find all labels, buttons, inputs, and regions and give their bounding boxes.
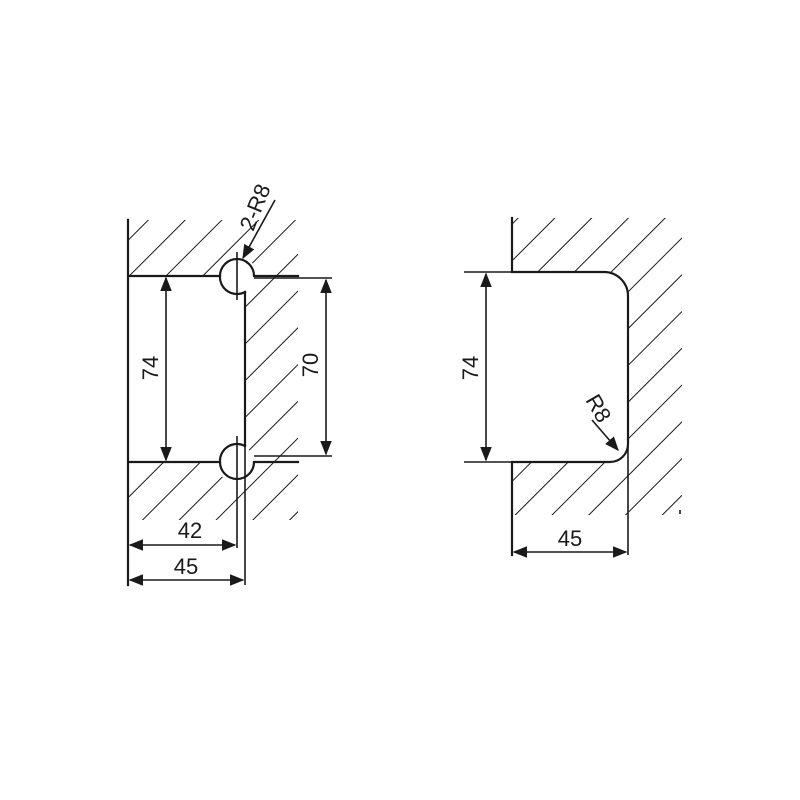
right-dim-45-label: 45 xyxy=(558,526,582,551)
right-view: 74 45 R8 xyxy=(458,216,682,558)
radius-leader-left xyxy=(242,199,276,260)
right-bottom-hatch xyxy=(512,446,628,515)
right-dim-74-label: 74 xyxy=(458,356,483,380)
left-right-hatch xyxy=(245,276,298,520)
left-dim-74-label: 74 xyxy=(138,356,163,380)
radius-leader-right xyxy=(591,419,619,452)
bottom-notch-arc xyxy=(218,442,247,464)
top-notch-arc xyxy=(218,274,247,296)
right-top-hatch xyxy=(512,218,682,515)
right-outline xyxy=(510,216,630,557)
left-bottom-hatch xyxy=(128,462,245,520)
left-top-hatch xyxy=(128,220,298,276)
left-view: 74 70 42 45 2-R8 xyxy=(126,180,332,587)
radius-label-right: R8 xyxy=(581,390,617,427)
dim-42-label: 42 xyxy=(178,518,202,543)
dim-70-label: 70 xyxy=(298,353,323,377)
left-dim-45-label: 45 xyxy=(174,554,198,579)
